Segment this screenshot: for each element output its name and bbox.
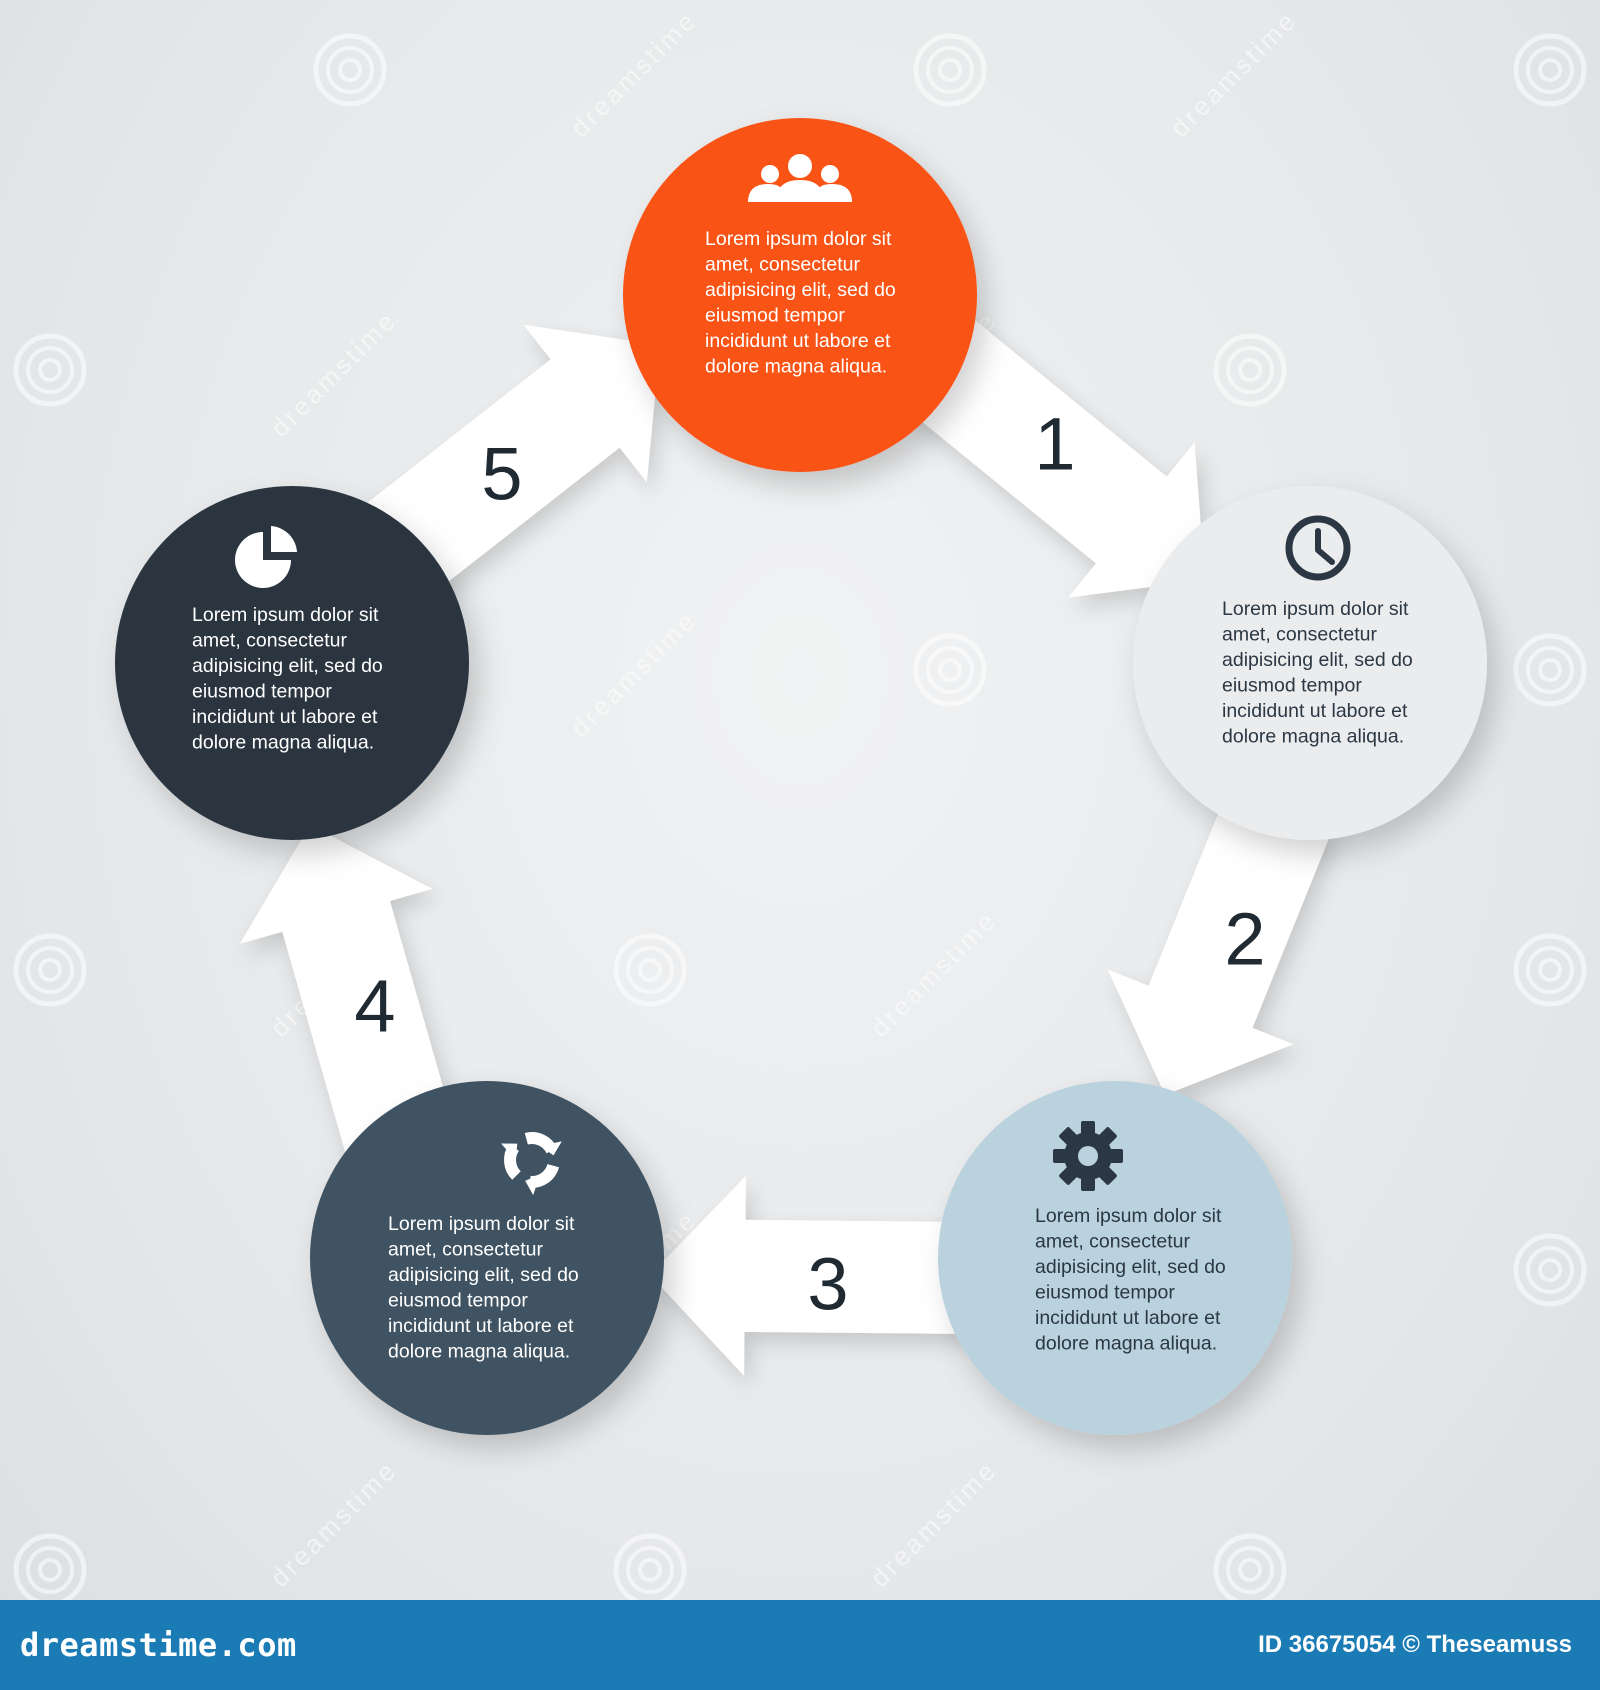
step-5-text-line: Lorem ipsum dolor sit: [192, 604, 379, 626]
watermark-spiral-icon: [313, 33, 387, 107]
step-circle-1: Lorem ipsum dolor sit amet, consectetur ad…: [623, 118, 977, 472]
step-2-text-line: adipisicing elit, sed do: [1222, 649, 1413, 671]
circles-layer: Lorem ipsum dolor sit amet, consectetur ad…: [115, 118, 1487, 1435]
arrow-4: [239, 825, 454, 1156]
step-5-text-line: incididunt ut labore et: [192, 706, 378, 728]
watermark-text: dreamstime: [564, 604, 702, 742]
step-3-text-line: incididunt ut labore et: [1035, 1307, 1221, 1329]
watermark-text: dreamstime: [264, 1454, 402, 1592]
step-1-text-line: adipisicing elit, sed do: [705, 279, 896, 301]
step-2-text-line: dolore magna aliqua.: [1222, 726, 1404, 748]
watermark-spiral-icon: [13, 333, 87, 407]
step-5-text-line: adipisicing elit, sed do: [192, 655, 383, 677]
step-1-text-line: eiusmod tempor: [705, 305, 845, 327]
arrow-5: [350, 324, 660, 605]
watermark-text: dreamstime: [864, 904, 1002, 1042]
step-4-text-line: dolore magna aliqua.: [388, 1341, 570, 1363]
group-icon: [748, 154, 852, 202]
step-circle-2: Lorem ipsum dolor sit amet, consectetur ad…: [1133, 486, 1487, 840]
step-number-1: 1: [1034, 403, 1075, 486]
step-3-text-line: eiusmod tempor: [1035, 1282, 1175, 1304]
arrow-1: [899, 316, 1205, 598]
step-1-text-line: Lorem ipsum dolor sit: [705, 228, 892, 250]
watermark-spiral-icon: [13, 1533, 87, 1600]
cycle-arrows-icon: [501, 1132, 562, 1196]
watermark-spiral-icon: [1213, 333, 1287, 407]
clock-icon: [1285, 515, 1351, 581]
step-4-text-line: incididunt ut labore et: [388, 1315, 574, 1337]
watermark-spiral-icon: [1513, 1233, 1587, 1307]
step-4-text-line: amet, consectetur: [388, 1239, 543, 1261]
step-2-text-line: eiusmod tempor: [1222, 675, 1362, 697]
step-2-text-line: Lorem ipsum dolor sit: [1222, 598, 1409, 620]
footer-brand[interactable]: dreamstime.com: [20, 1626, 297, 1664]
step-1-text-line: amet, consectetur: [705, 254, 860, 276]
footer-credit: ID 36675054 © Theseamuss: [1258, 1631, 1572, 1658]
step-3-text-line: dolore magna aliqua.: [1035, 1333, 1217, 1355]
step-5-text-line: dolore magna aliqua.: [192, 732, 374, 754]
watermark-spiral-icon: [1213, 1533, 1287, 1600]
watermark-spiral-icon: [913, 33, 987, 107]
step-3-text-line: Lorem ipsum dolor sit: [1035, 1205, 1222, 1227]
step-5-text-line: eiusmod tempor: [192, 681, 332, 703]
watermark-spiral-icon: [1513, 933, 1587, 1007]
footer-bar: dreamstime.com ID 36675054 © Theseamuss: [0, 1600, 1600, 1690]
step-5-text-line: amet, consectetur: [192, 630, 347, 652]
step-circle-3: Lorem ipsum dolor sit amet, consectetur ad…: [938, 1081, 1292, 1435]
pie-chart-icon: [235, 526, 297, 588]
step-number-2: 2: [1224, 898, 1265, 981]
step-1-text-line: incididunt ut labore et: [705, 330, 891, 352]
arrow-2: [1107, 789, 1332, 1095]
step-circle-5: Lorem ipsum dolor sit amet, consectetur ad…: [115, 486, 469, 840]
step-4-text-line: Lorem ipsum dolor sit: [388, 1213, 575, 1235]
step-3-text-line: amet, consectetur: [1035, 1231, 1190, 1253]
step-2-text-line: incididunt ut labore et: [1222, 700, 1408, 722]
watermark-text: dreamstime: [864, 1454, 1002, 1592]
step-2-text-line: amet, consectetur: [1222, 624, 1377, 646]
step-number-5: 5: [481, 433, 522, 516]
watermark-spiral-icon: [13, 933, 87, 1007]
step-number-3: 3: [807, 1243, 848, 1326]
step-3-text-line: adipisicing elit, sed do: [1035, 1256, 1226, 1278]
step-4-text-line: eiusmod tempor: [388, 1290, 528, 1312]
step-circle-4: Lorem ipsum dolor sit amet, consectetur ad…: [310, 1081, 664, 1435]
watermark-text: dreamstime: [564, 4, 702, 142]
step-1-text-line: dolore magna aliqua.: [705, 356, 887, 378]
watermark-spiral-icon: [613, 1533, 687, 1600]
watermark-spiral-icon: [1513, 633, 1587, 707]
arrows-layer: 1 2 3 4 5: [239, 316, 1332, 1376]
step-4-text-line: adipisicing elit, sed do: [388, 1264, 579, 1286]
watermark-spiral-icon: [913, 633, 987, 707]
step-number-4: 4: [354, 965, 395, 1048]
watermark-text: dreamstime: [1164, 4, 1302, 142]
gear-icon: [1053, 1121, 1123, 1191]
watermark-spiral-icon: [1513, 33, 1587, 107]
watermark-spiral-icon: [613, 933, 687, 1007]
arrow-3: [650, 1175, 976, 1376]
watermark-text: dreamstime: [264, 304, 402, 442]
cycle-diagram: dreamstime dreamstime dreamstime dreamstime…: [13, 4, 1587, 1600]
